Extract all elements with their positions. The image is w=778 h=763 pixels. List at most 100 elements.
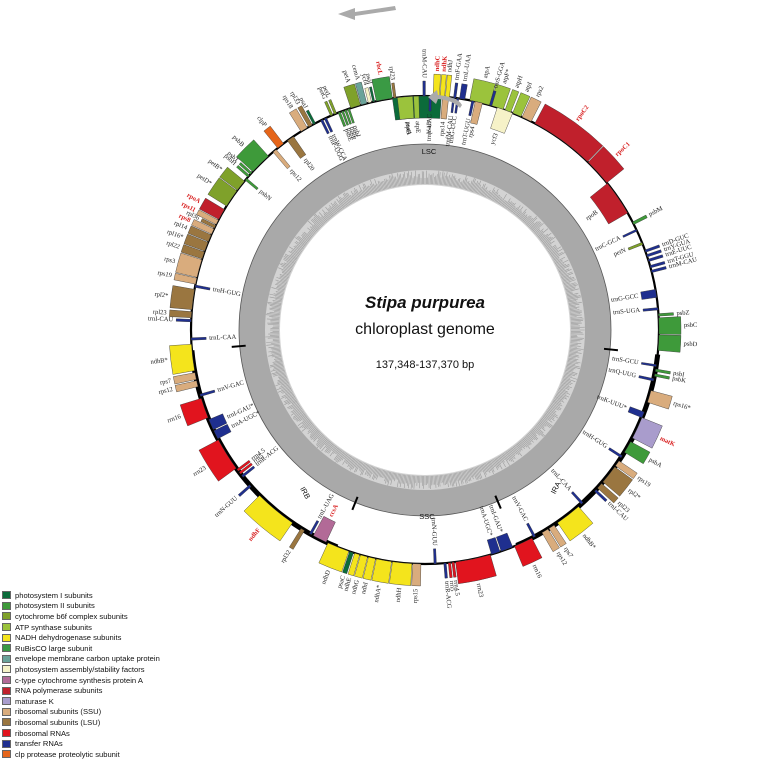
- legend-swatch: [2, 665, 11, 674]
- gene-label-trnv-gac: trnV-GAC: [510, 495, 529, 522]
- gene-label-petl: petL: [321, 85, 332, 99]
- gene-block-rpoc2: [534, 103, 604, 162]
- gene-block-cema: [355, 81, 368, 106]
- gene-block-rpl36: [200, 218, 217, 229]
- gene-label-ndhk: ndhK: [441, 56, 449, 72]
- gene-label-trng-ucc: trnG-UCC: [448, 116, 459, 144]
- gene-block-psbb: [236, 139, 269, 172]
- gene-label-rps12: rps12: [288, 168, 303, 184]
- inner-circle: [280, 185, 570, 475]
- gene-label-psbe: psbE: [343, 128, 354, 143]
- gene-label-trng-gcc: trnG-GCC: [611, 293, 639, 304]
- gene-block-rpl22: [180, 244, 205, 260]
- gene-block-rrn23: [198, 439, 237, 482]
- legend-label: ribosomal RNAs: [15, 728, 70, 738]
- gene-label-rbcl: rbcL: [374, 61, 383, 76]
- gene-block-ndhb: [557, 506, 594, 542]
- gene-label-rps7: rps7: [159, 377, 172, 386]
- gene-block-psbz: [658, 312, 674, 317]
- gene-block-rpoc1: [587, 146, 625, 184]
- gene-block-petl: [328, 99, 337, 115]
- gene-label-ndhe: ndhE: [343, 577, 354, 592]
- gene-label-rps14: rps14: [439, 121, 447, 137]
- gene-block-ndhh: [389, 561, 413, 586]
- gene-block-ycf4: [364, 87, 372, 104]
- legend-label: ribosomal subunits (LSU): [15, 717, 101, 727]
- gene-block-clpp: [263, 125, 284, 149]
- gene-label-rps8: rps8: [177, 213, 192, 225]
- direction-arrow-icon: [428, 90, 462, 108]
- gene-block-psbl: [344, 109, 352, 125]
- gene-block-trnk-uuu: [627, 406, 645, 418]
- gene-label-rrn5: rrn5: [448, 580, 456, 592]
- gene-block-rpoa: [199, 197, 225, 220]
- gene-label-psac: psaC: [336, 575, 347, 590]
- gene-label-clpp: clpP: [255, 115, 268, 129]
- gene-block-trnc-gca: [622, 228, 638, 238]
- legend-label: ATP synthase subunits: [15, 622, 92, 632]
- gene-label-rrn23: rrn23: [192, 465, 208, 478]
- gene-label-ndha: ndhA*: [373, 584, 383, 603]
- gene-block-trnm-cau: [422, 80, 426, 97]
- gene-block-trnp-ugg: [320, 119, 330, 135]
- legend-item: maturase K: [2, 696, 232, 707]
- gene-label-rpl22: rpl22: [165, 240, 180, 251]
- gene-block-trnh-gug: [194, 284, 211, 291]
- gene-block-trnv-gac: [199, 389, 216, 397]
- gene-label-ycf4: ycf4: [360, 73, 370, 87]
- legend-swatch: [2, 718, 11, 727]
- legend-swatch: [2, 707, 11, 716]
- gene-block-rps12: [541, 528, 560, 552]
- gene-block-ndhf: [243, 495, 293, 542]
- gene-block-trnn-guu: [433, 548, 437, 565]
- gene-label-petg: petG: [316, 86, 328, 101]
- gene-label-rps4: rps4: [467, 125, 477, 138]
- region-lsc-label: LSC: [422, 147, 437, 156]
- gene-label-rpl2: rpl2*: [154, 291, 169, 300]
- gc-content-track: [238, 143, 612, 517]
- gene-label-rpob: rpoB: [585, 209, 600, 222]
- gene-block-psbm: [632, 214, 648, 225]
- legend-swatch: [2, 601, 11, 610]
- legend-label: c-type cytochrome synthesis protein A: [15, 675, 143, 685]
- legend-swatch: [2, 612, 11, 621]
- gene-label-atpi: atpI: [523, 81, 533, 93]
- gene-label-trnm-cau: trnM-CAU: [421, 49, 428, 78]
- gene-block-rpob: [589, 183, 628, 225]
- gene-label-psaj: psaJ: [298, 96, 310, 110]
- gene-block-trns-gcu: [641, 362, 657, 367]
- gene-block-rpl2: [169, 285, 195, 310]
- gene-label-rrn4-5: rrn4.5: [452, 580, 461, 596]
- gene-block-rps3: [175, 252, 203, 278]
- gene-block-psba: [624, 441, 651, 465]
- gene-block-trnf-gaa: [453, 82, 459, 99]
- legend-item: photosystem II subunits: [2, 601, 232, 612]
- legend-swatch: [2, 686, 11, 695]
- gene-label-psaa: psaA: [404, 121, 412, 135]
- legend-item: ribosomal subunits (LSU): [2, 717, 232, 728]
- gene-block-trnv-gac: [526, 522, 536, 538]
- gene-block-ndhd: [318, 542, 350, 573]
- gene-block-rrn5: [448, 562, 453, 578]
- gene-block-rpl14: [187, 225, 212, 242]
- region-markers: [231, 344, 619, 511]
- gene-label-psai: psaI: [364, 73, 373, 85]
- gene-block-petn: [627, 242, 644, 251]
- legend-swatch: [2, 729, 11, 738]
- legend-item: cytochrome b6f complex subunits: [2, 611, 232, 622]
- gene-label-atpa: atpA: [482, 65, 492, 79]
- gene-block-ndhi: [362, 556, 376, 581]
- gene-label-psba: psbA: [648, 456, 664, 469]
- gene-block-trnd-guc: [644, 244, 661, 253]
- gene-block-petd: [207, 177, 238, 207]
- gene-block-rrn4-5: [236, 459, 251, 472]
- gene-block-rps18: [289, 108, 308, 132]
- gene-label-ndhb: ndhB*: [150, 357, 168, 366]
- gene-label-trnk-uuu: trnK-UUU*: [596, 394, 628, 412]
- legend-label: clp protease proteolytic subunit: [15, 749, 120, 759]
- gene-label-rps12: rps12: [158, 386, 174, 396]
- gene-block-matk: [632, 417, 663, 449]
- legend-label: photosystem II subunits: [15, 601, 95, 611]
- gene-block-rrn16: [514, 537, 543, 567]
